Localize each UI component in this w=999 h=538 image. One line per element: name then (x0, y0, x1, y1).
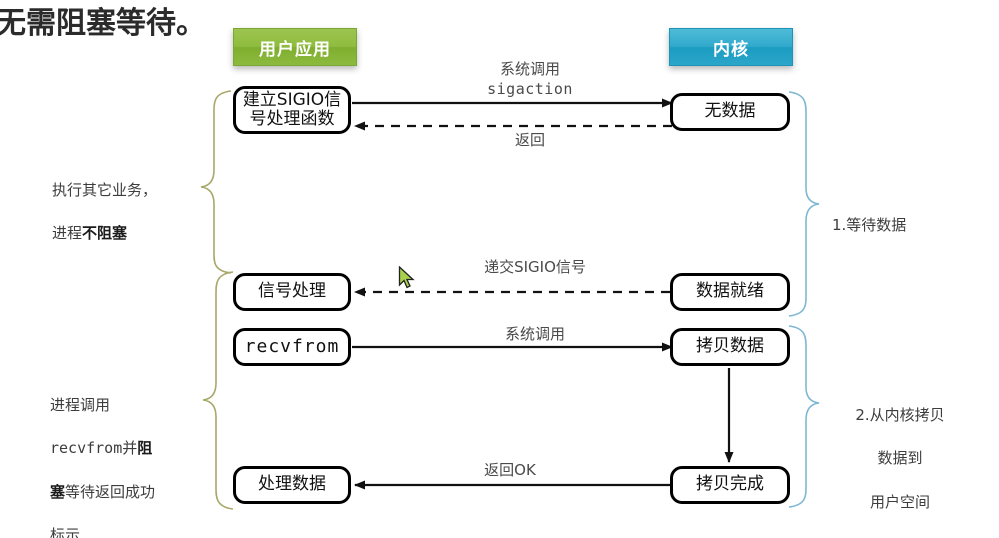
node-no-data-label: 无数据 (704, 101, 756, 122)
annotation-blocking-line3: 塞等待返回成功 (50, 482, 210, 504)
right-bracket-copy-data (788, 325, 820, 508)
node-process-data-label: 处理数据 (258, 474, 326, 495)
node-data-ready[interactable]: 数据就绪 (670, 273, 790, 311)
node-copy-data[interactable]: 拷贝数据 (670, 328, 790, 366)
annotation-phase-1-label: 1.等待数据 (832, 215, 907, 234)
node-signal-handling[interactable]: 信号处理 (233, 273, 351, 311)
node-data-ready-label: 数据就绪 (696, 281, 764, 302)
annotation-non-blocking-line1: 执行其它业务， (52, 180, 158, 199)
edge-label-return: 返回 (514, 131, 545, 149)
column-header-user-application: 用户应用 (233, 28, 357, 66)
annotation-non-blocking-line2: 进程不阻塞 (52, 223, 202, 245)
mouse-cursor (398, 266, 415, 289)
annotation-blocking-emphasis-b: 塞 (50, 482, 66, 501)
node-process-data[interactable]: 处理数据 (233, 466, 351, 504)
annotation-phase-1: 1.等待数据 (832, 193, 972, 258)
annotation-blocking-line4: 标示 (50, 526, 81, 538)
node-copy-complete-label: 拷贝完成 (696, 474, 764, 495)
annotation-blocking-line1: 进程调用 (50, 395, 111, 414)
annotation-phase-2-line2: 数据到 (877, 449, 923, 468)
column-header-user-application-label: 用户应用 (259, 39, 331, 60)
node-copy-data-label: 拷贝数据 (696, 336, 764, 357)
edge-label-return-ok: 返回OK (484, 461, 536, 479)
node-establish-sigio-handler-label: 建立SIGIO信 号处理函数 (242, 89, 342, 129)
node-no-data[interactable]: 无数据 (670, 93, 790, 131)
edge-label-syscall-sigaction-line2: sigaction (487, 80, 573, 98)
annotation-phase-2-line3: 用户空间 (869, 492, 930, 511)
node-recvfrom[interactable]: recvfrom (233, 328, 351, 366)
page-title: 无需阻塞等待。 (0, 6, 206, 41)
node-recvfrom-label: recvfrom (244, 335, 340, 357)
edge-label-deliver-sigio: 递交SIGIO信号 (484, 258, 586, 276)
annotation-phase-2: 2.从内核拷贝 数据到 用户空间 (820, 383, 980, 535)
node-establish-sigio-handler[interactable]: 建立SIGIO信 号处理函数 (233, 86, 351, 134)
annotation-blocking-recvfrom: 进程调用 recvfrom并阻 塞等待返回成功 标示 (50, 373, 210, 538)
left-bracket-top (200, 90, 232, 274)
annotation-non-blocking-emphasis: 不阻塞 (82, 224, 128, 243)
column-header-kernel-label: 内核 (713, 39, 749, 60)
right-bracket-wait-data (788, 91, 820, 317)
annotation-blocking-line3-rest: 等待返回成功 (65, 482, 156, 501)
node-copy-complete[interactable]: 拷贝完成 (670, 466, 790, 504)
node-signal-handling-label: 信号处理 (258, 281, 326, 302)
annotation-non-blocking-prefix: 进程 (52, 224, 83, 243)
annotation-blocking-line2: recvfrom并阻 (50, 438, 210, 460)
annotation-blocking-emphasis-a: 阻 (137, 439, 153, 458)
column-header-kernel: 内核 (669, 28, 793, 66)
annotation-blocking-recvfrom-token: recvfrom (50, 439, 123, 458)
annotation-phase-2-line1: 2.从内核拷贝 (855, 405, 945, 424)
edge-label-syscall-sigaction-line1: 系统调用 (499, 60, 560, 78)
edge-label-syscall: 系统调用 (504, 325, 565, 343)
annotation-non-blocking: 执行其它业务， 进程不阻塞 (52, 158, 202, 267)
annotation-blocking-conj: 并 (122, 439, 138, 458)
